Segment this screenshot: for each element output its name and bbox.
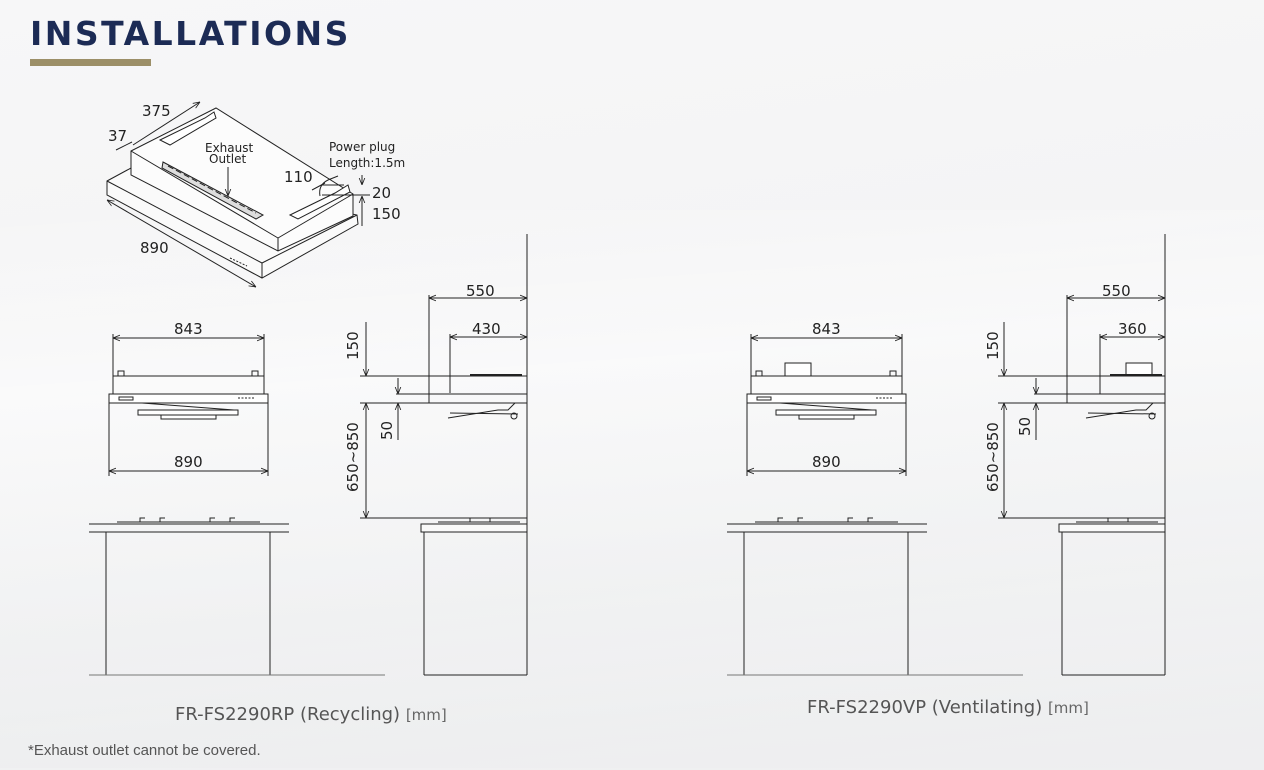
rec-side-dim-550: 550: [466, 282, 495, 300]
power-label-line1: Power plug: [329, 140, 395, 154]
isometric-hood-drawing: [107, 102, 370, 287]
iso-dim-offset: 37: [108, 127, 127, 145]
page-title: INSTALLATIONS: [30, 14, 351, 53]
rec-side-dim-430: 430: [472, 320, 501, 338]
rec-side-dim-range: 650~850: [344, 422, 362, 492]
rec-front-dim-bottom: 890: [174, 453, 203, 471]
recycling-unit: [mm]: [405, 706, 447, 724]
exhaust-label-line1: Exhaust: [205, 141, 254, 155]
ventilating-model: FR-FS2290VP (Ventilating): [807, 697, 1043, 718]
title-underline: [30, 59, 151, 66]
ventilating-front-view: [727, 334, 1023, 676]
ven-side-dim-range: 650~850: [984, 422, 1002, 492]
iso-dim-width: 890: [140, 239, 169, 257]
ventilating-unit: [mm]: [1047, 699, 1089, 717]
ven-side-dim-550: 550: [1102, 282, 1131, 300]
recycling-side-view: [360, 234, 528, 676]
rec-side-dim-50: 50: [378, 421, 396, 440]
ven-front-dim-bottom: 890: [812, 453, 841, 471]
recycling-model: FR-FS2290RP (Recycling): [175, 704, 401, 725]
ventilating-caption: FR-FS2290VP (Ventilating) [mm]: [807, 697, 1089, 718]
ven-side-dim-50: 50: [1016, 417, 1034, 436]
recycling-caption: FR-FS2290RP (Recycling) [mm]: [175, 704, 447, 725]
exhaust-label-line2: Outlet: [209, 152, 246, 166]
iso-dim-depth: 375: [142, 102, 171, 120]
ventilating-side-view: [998, 234, 1166, 676]
iso-dim-plug-offset: 110: [284, 168, 313, 186]
ven-side-dim-150: 150: [984, 331, 1002, 360]
recycling-front-view: [89, 334, 385, 676]
iso-dim-height: 150: [372, 205, 401, 223]
ven-side-dim-360: 360: [1118, 320, 1147, 338]
rec-front-dim-top: 843: [174, 320, 203, 338]
background-sheen: [0, 210, 1264, 770]
footnote: *Exhaust outlet cannot be covered.: [28, 742, 261, 759]
rec-side-dim-150: 150: [344, 331, 362, 360]
ven-front-dim-top: 843: [812, 320, 841, 338]
iso-dim-plug-height: 20: [372, 184, 391, 202]
power-label-line2: Length:1.5m: [329, 156, 405, 170]
